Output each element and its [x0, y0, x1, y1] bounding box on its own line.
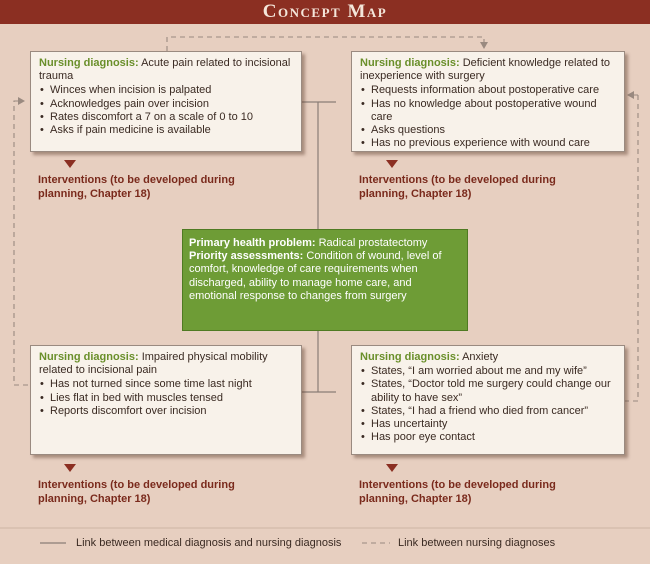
- list-item: Rates discomfort a 7 on a scale of 0 to …: [39, 111, 293, 124]
- priority-value: Condition of wound, level of comfort, kn…: [189, 250, 442, 302]
- diagnosis-box-deficient-knowledge: Nursing diagnosis: Deficient knowledge r…: [351, 51, 625, 152]
- list-item: Acknowledges pain over incision: [39, 98, 293, 111]
- assessment-list: Has not turned since some time last nigh…: [39, 378, 293, 418]
- diagnosis-text: Deficient knowledge related to inexperie…: [360, 57, 611, 83]
- diagnosis-box-anxiety: Nursing diagnosis: Anxiety States, “I am…: [351, 345, 625, 455]
- dashed-link-right: [625, 95, 639, 402]
- diagnosis-label: Nursing diagnosis:: [39, 351, 139, 363]
- interventions-text: Interventions (to be developed during pl…: [359, 479, 556, 505]
- diagnosis-text: Impaired physical mobility related to in…: [39, 351, 268, 377]
- diagnosis-label: Nursing diagnosis:: [39, 57, 139, 69]
- primary-health-problem-box: Primary health problem: Radical prostate…: [182, 229, 468, 331]
- list-item: Lies flat in bed with muscles tensed: [39, 392, 293, 405]
- diagnosis-box-acute-pain: Nursing diagnosis: Acute pain related to…: [30, 51, 302, 152]
- arrow-down-icon: [386, 464, 398, 472]
- list-item: Asks if pain medicine is available: [39, 124, 293, 137]
- primary-value: Radical prostatectomy: [318, 237, 428, 249]
- assessment-list: States, “I am worried about me and my wi…: [360, 365, 616, 444]
- diagnosis-label: Nursing diagnosis:: [360, 351, 460, 363]
- diagnosis-label: Nursing diagnosis:: [360, 57, 460, 69]
- diagnosis-box-impaired-mobility: Nursing diagnosis: Impaired physical mob…: [30, 345, 302, 455]
- arrow-down-icon: [386, 160, 398, 168]
- interventions-text: Interventions (to be developed during pl…: [359, 174, 556, 200]
- primary-label: Primary health problem:: [189, 237, 316, 249]
- concept-map-title: Concept Map: [0, 0, 650, 24]
- priority-label: Priority assessments:: [189, 250, 304, 263]
- assessment-list: Winces when incision is palpated Acknowl…: [39, 84, 293, 137]
- arrow-down-icon: [64, 160, 76, 168]
- list-item: Has uncertainty: [360, 418, 616, 431]
- list-item: Requests information about postoperative…: [360, 84, 616, 97]
- interventions-text: Interventions (to be developed during pl…: [38, 479, 235, 505]
- legend-solid-label: Link between medical diagnosis and nursi…: [76, 537, 342, 549]
- list-item: States, “I had a friend who died from ca…: [360, 405, 616, 418]
- assessment-list: Requests information about postoperative…: [360, 84, 616, 150]
- diagnosis-text: Anxiety: [462, 351, 499, 363]
- dashed-link-left: [13, 97, 28, 386]
- legend-dashed-label: Link between nursing diagnoses: [398, 537, 556, 549]
- dashed-link-top: [166, 36, 488, 51]
- list-item: States, “I am worried about me and my wi…: [360, 365, 616, 378]
- list-item: Has no previous experience with wound ca…: [360, 137, 616, 150]
- diagnosis-text: Acute pain related to incisional trauma: [39, 57, 291, 83]
- dashed-links: [13, 36, 639, 402]
- list-item: Asks questions: [360, 124, 616, 137]
- interventions-text: Interventions (to be developed during pl…: [38, 174, 235, 200]
- arrow-down-icon: [64, 464, 76, 472]
- list-item: Reports discomfort over incision: [39, 405, 293, 418]
- list-item: Winces when incision is palpated: [39, 84, 293, 97]
- list-item: Has not turned since some time last nigh…: [39, 378, 293, 391]
- list-item: States, “Doctor told me surgery could ch…: [360, 378, 616, 404]
- list-item: Has poor eye contact: [360, 431, 616, 444]
- list-item: Has no knowledge about postoperative wou…: [360, 98, 616, 124]
